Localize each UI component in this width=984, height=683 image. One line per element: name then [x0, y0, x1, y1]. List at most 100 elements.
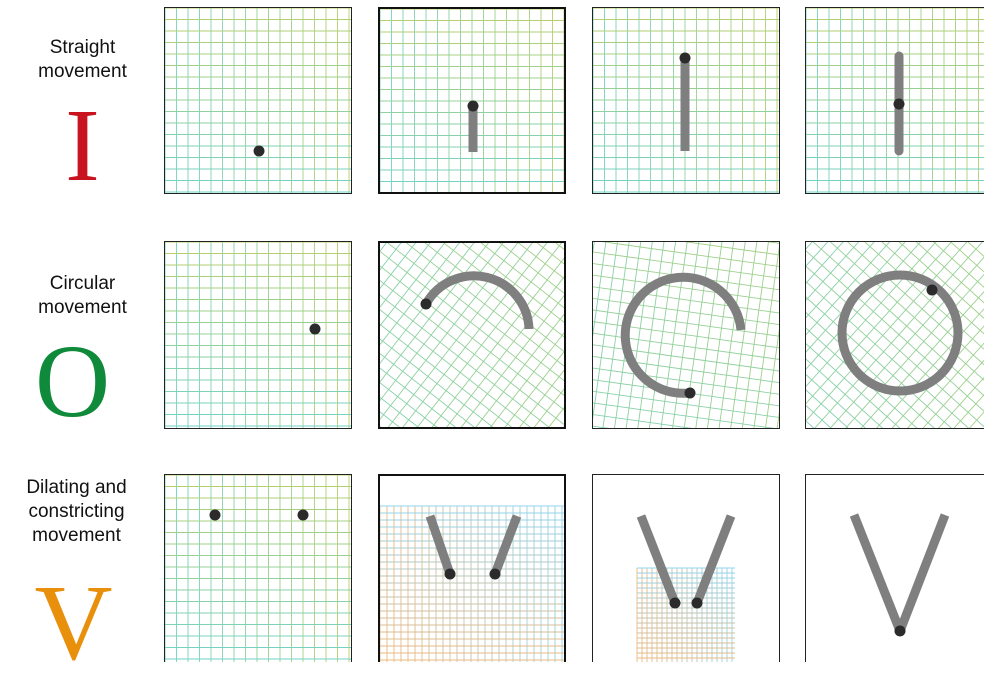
grid-line [380, 243, 564, 427]
trajectory-dot [421, 299, 432, 310]
trajectory-dot [895, 626, 906, 637]
grid-line [380, 298, 564, 427]
trajectory-stroke [854, 515, 900, 631]
trajectory-dot [680, 53, 691, 64]
grid-canvas [806, 242, 984, 428]
row-label-circular: Circular movement [10, 272, 155, 320]
trajectory-dot [310, 324, 321, 335]
trajectory-dot [298, 510, 309, 521]
grid-canvas [165, 242, 351, 428]
grid-line [380, 243, 564, 427]
grid-line [380, 243, 564, 427]
trajectory-stroke [697, 516, 731, 603]
label-line: Dilating and [4, 476, 149, 500]
panel-circular-2 [378, 241, 566, 429]
grid-line [380, 243, 485, 419]
label-line: movement [10, 296, 155, 320]
panel-dilating-2 [378, 474, 566, 662]
grid-line [806, 242, 924, 391]
deformation-grid [165, 8, 351, 193]
letter-o-glyph: O [20, 330, 125, 434]
grid-line [380, 243, 458, 397]
grid-line [593, 255, 779, 322]
grid-line [380, 243, 564, 427]
grid-line [380, 243, 564, 427]
deformation-grid [380, 506, 564, 662]
panel-straight-4 [805, 7, 984, 194]
panel-straight-3 [592, 7, 780, 194]
label-line: movement [10, 60, 155, 84]
label-line: constricting [4, 500, 149, 524]
grid-line [806, 344, 925, 428]
grid-line [380, 243, 564, 427]
deformation-grid [380, 243, 564, 427]
grid-line [380, 243, 530, 427]
label-line: Straight [10, 36, 155, 60]
grid-line [698, 242, 765, 428]
grid-line [882, 286, 984, 428]
trajectory-dot [685, 388, 696, 399]
grid-line [380, 243, 564, 427]
trajectory-dot [927, 285, 938, 296]
grid-line [593, 369, 779, 428]
trajectory-arc [625, 277, 741, 393]
grid-line [380, 243, 564, 427]
grid-line [380, 243, 564, 427]
row-label-dilating: Dilating and constricting movement [4, 476, 149, 548]
trajectory-dot [254, 146, 265, 157]
panel-dilating-1 [164, 474, 352, 662]
grid-line [380, 243, 564, 427]
grid-line [435, 243, 564, 427]
panel-dilating-3 [592, 474, 780, 662]
row-label-straight: Straight movement [10, 36, 155, 84]
panel-straight-2 [378, 7, 566, 194]
grid-line [380, 243, 564, 427]
grid-line [806, 242, 932, 399]
grid-canvas [380, 243, 564, 427]
deformation-grid [380, 9, 564, 192]
grid-line [380, 362, 525, 427]
trajectory-dot [468, 101, 479, 112]
grid-line [380, 243, 476, 412]
grid-line [380, 243, 564, 427]
grid-line [380, 243, 564, 427]
grid-canvas [165, 8, 351, 193]
grid-canvas [593, 242, 779, 428]
grid-canvas [806, 475, 984, 662]
grid-line [806, 318, 948, 428]
grid-line [380, 243, 564, 366]
grid-line [380, 243, 564, 427]
trajectory-dot [490, 569, 501, 580]
label-line: movement [4, 524, 149, 548]
grid-line [380, 243, 564, 427]
grid-line [380, 335, 546, 427]
trajectory-dot [445, 569, 456, 580]
label-line: Circular [10, 272, 155, 296]
panel-circular-3 [592, 241, 780, 429]
trajectory-dot [670, 598, 681, 609]
grid-line [380, 243, 564, 427]
letter-i-glyph: I [20, 94, 145, 198]
deformation-grid [165, 475, 351, 662]
deformation-grid [165, 242, 351, 428]
trajectory-stroke [641, 516, 675, 603]
grid-canvas [806, 8, 984, 193]
trajectory-stroke [900, 515, 945, 631]
panel-circular-4 [805, 241, 984, 429]
grid-canvas [380, 476, 564, 662]
grid-line [380, 243, 564, 393]
grid-line [380, 243, 564, 427]
grid-line [380, 243, 564, 427]
panel-dilating-4 [805, 474, 984, 662]
trajectory-stroke [430, 516, 450, 574]
panel-circular-1 [164, 241, 352, 429]
trajectory-dot [894, 99, 905, 110]
grid-line [380, 243, 564, 427]
grid-canvas [165, 475, 351, 662]
grid-canvas [593, 8, 779, 193]
panel-straight-1 [164, 7, 352, 194]
grid-line [380, 243, 431, 376]
grid-line [380, 243, 549, 427]
grid-canvas [380, 9, 564, 192]
grid-line [380, 325, 553, 427]
